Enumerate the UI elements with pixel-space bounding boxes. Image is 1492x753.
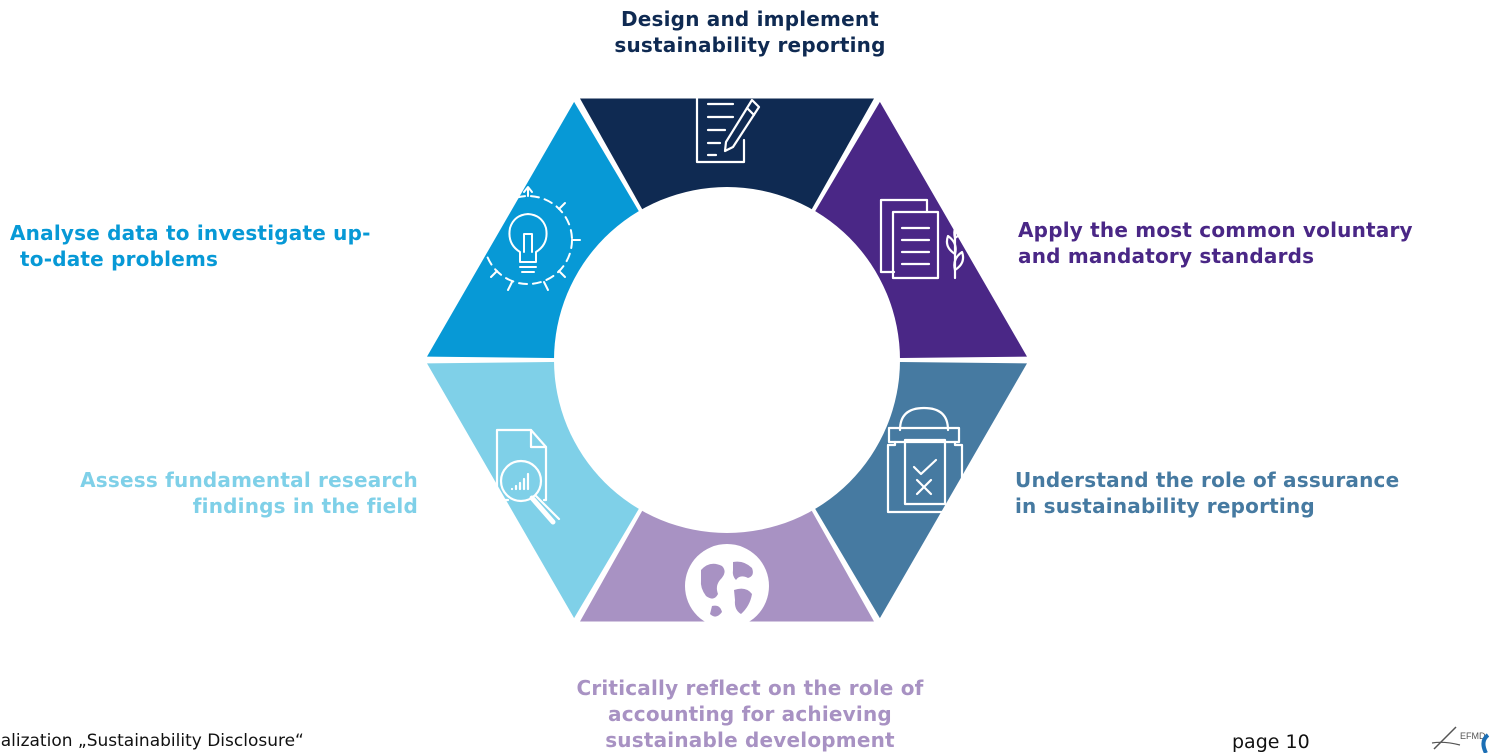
document-pen-icon xyxy=(695,85,761,164)
footer-course-title: ialization „Sustainability Disclosure“ xyxy=(0,731,304,751)
lightbulb-arrows-icon xyxy=(475,186,581,291)
wheel-center xyxy=(554,187,900,533)
outcome-label-analyse: Analyse data to investigate up-to-date p… xyxy=(10,221,371,271)
page-number: page 10 xyxy=(1232,731,1310,753)
globe-icon xyxy=(685,544,769,628)
efmd-logo-text: EFMD xyxy=(1460,731,1486,741)
magnifier-report-icon xyxy=(495,428,561,525)
efmd-logo: EFMD xyxy=(1431,726,1490,753)
clipboard-check-icon xyxy=(886,406,964,514)
documents-leaf-icon xyxy=(879,198,965,280)
